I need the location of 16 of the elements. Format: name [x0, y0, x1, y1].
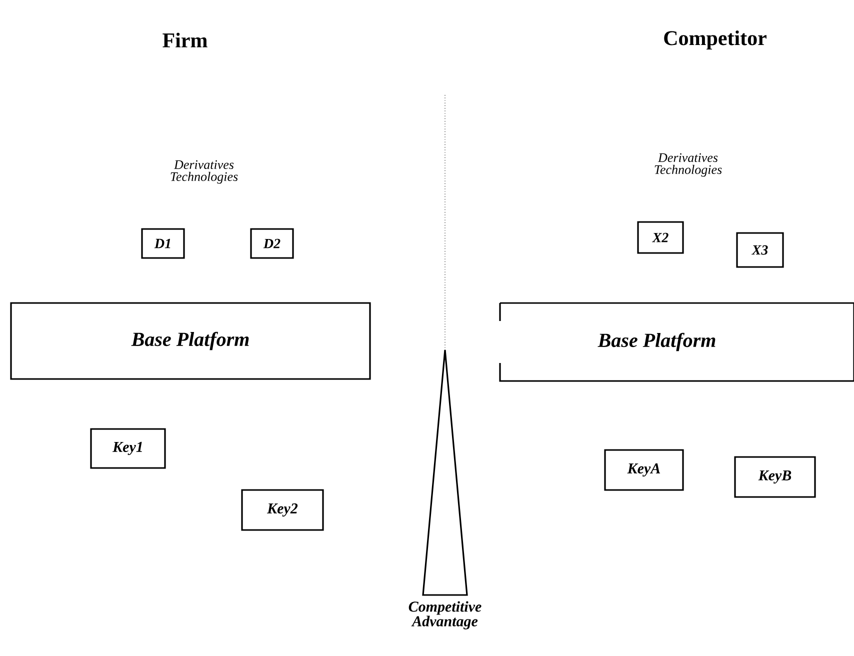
key-box: D2 — [250, 228, 294, 259]
key-box: Key2 — [241, 489, 324, 531]
key-box: Key1 — [90, 428, 166, 469]
platform-box: Base Platform — [499, 302, 854, 382]
triangle: Competitive Advantage — [408, 349, 482, 630]
heading: Competitor — [664, 30, 766, 50]
note: Derivatives Technologies — [170, 160, 238, 184]
heading: Firm — [162, 32, 208, 48]
key-box: X2 — [637, 221, 684, 254]
key-box: D1 — [141, 228, 185, 259]
key-box: KeyB — [734, 456, 816, 498]
node-label: Competitive Advantage — [408, 601, 482, 630]
key-box: X3 — [736, 232, 784, 268]
platform-box: Base Platform — [10, 302, 371, 380]
note: Derivatives Technologies — [654, 153, 722, 177]
key-box: KeyA — [604, 449, 684, 491]
